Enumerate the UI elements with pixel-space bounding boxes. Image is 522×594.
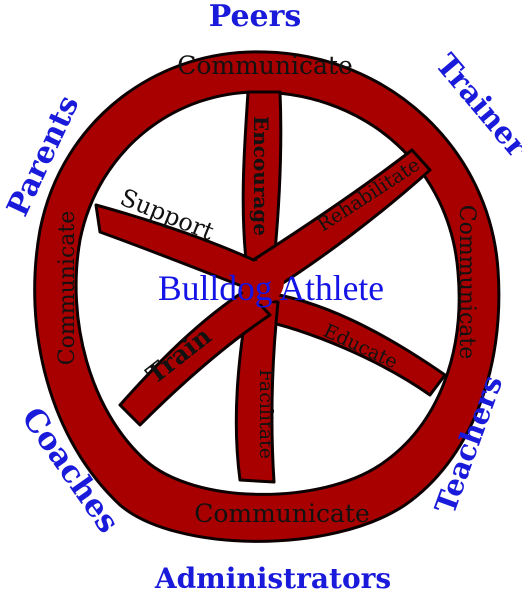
wheel-hub [240, 260, 284, 304]
rim-label-bottom: Communicate [194, 499, 370, 528]
wheel-spokes [94, 90, 447, 484]
spoke-label-facilitate: Facilitate [255, 369, 277, 459]
spoke-lower-left [118, 288, 272, 427]
wheel-rim [33, 50, 501, 543]
rim-label-left: Communicate [55, 211, 80, 365]
rim-label-top: Communicate [177, 51, 353, 80]
outer-label-administrators: Administrators [154, 562, 391, 594]
spoke-lower-right [250, 290, 447, 397]
outer-label-peers: Peers [209, 0, 302, 34]
spoke-label-encourage: Encourage [249, 116, 273, 236]
spoke-bottom [234, 298, 280, 484]
center-label: Bulldog Athlete [158, 268, 384, 308]
spoke-label-rehabilitate: Rehabilitate [314, 154, 424, 236]
spoke-upper-right [248, 148, 432, 292]
rim-label-right: Communicate [454, 205, 479, 359]
